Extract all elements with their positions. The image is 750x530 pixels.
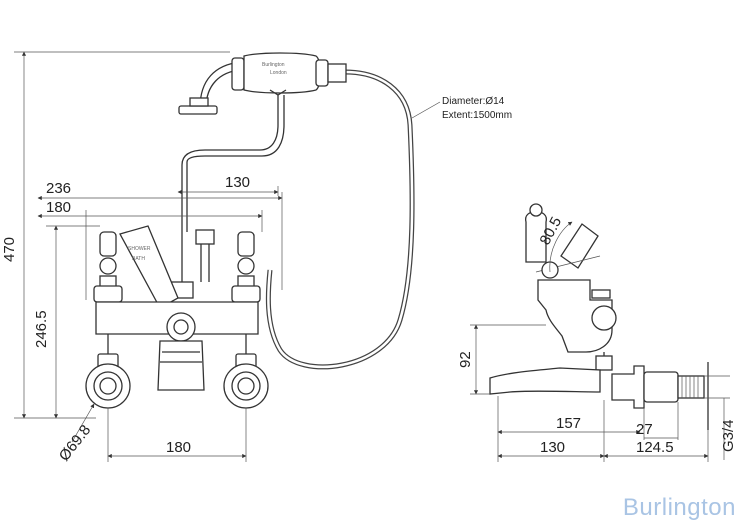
front-view: Burlington London SHOWER BATH xyxy=(85,52,415,409)
side-spout xyxy=(489,367,601,395)
dim-thread-size: G3/4 xyxy=(720,419,737,452)
dim-wall-extent: 124.5 xyxy=(636,439,674,456)
hose-diameter-note: Diameter:Ø14 xyxy=(442,96,505,107)
brand-watermark: Burlington xyxy=(622,494,736,521)
dim-spout-projection: 157 xyxy=(556,415,581,432)
left-flange xyxy=(85,353,131,409)
handset-brand-text: Burlington xyxy=(262,62,285,68)
side-diverter-plate xyxy=(560,223,599,269)
side-wall-connector xyxy=(611,365,645,409)
handset-city-text: London xyxy=(270,70,287,76)
dim-spout-height: 92 xyxy=(457,351,474,368)
shower-handset: Burlington London xyxy=(178,52,347,115)
dim-connector-depth: 27 xyxy=(636,421,653,438)
right-flange xyxy=(223,353,269,409)
dim-handset-offset: 130 xyxy=(225,174,250,191)
side-dimensions: 80.5 92 157 130 124.5 27 G3/4 xyxy=(457,214,737,462)
spout-front xyxy=(157,340,205,391)
dim-flange-diameter: Ø69.8 xyxy=(56,422,95,465)
dim-spout-base: 130 xyxy=(540,439,565,456)
diverter-shower-text: SHOWER xyxy=(128,246,151,252)
cradle-arm xyxy=(181,95,279,175)
diverter-lever: SHOWER BATH xyxy=(119,225,179,309)
dim-bottom-centres: 180 xyxy=(166,439,191,456)
dim-overall-width: 236 xyxy=(46,180,71,197)
dim-total-height: 470 xyxy=(1,237,18,262)
side-view xyxy=(489,203,709,430)
dim-centres-width: 180 xyxy=(46,199,71,216)
right-valve xyxy=(231,231,261,303)
shower-hose xyxy=(265,69,415,370)
dim-body-height: 246.5 xyxy=(33,310,50,348)
left-valve xyxy=(93,231,123,303)
hose-extent-note: Extent:1500mm xyxy=(442,110,512,121)
diverter-bath-text: BATH xyxy=(132,256,145,262)
side-body xyxy=(537,279,613,353)
diverter-collar xyxy=(195,229,215,245)
